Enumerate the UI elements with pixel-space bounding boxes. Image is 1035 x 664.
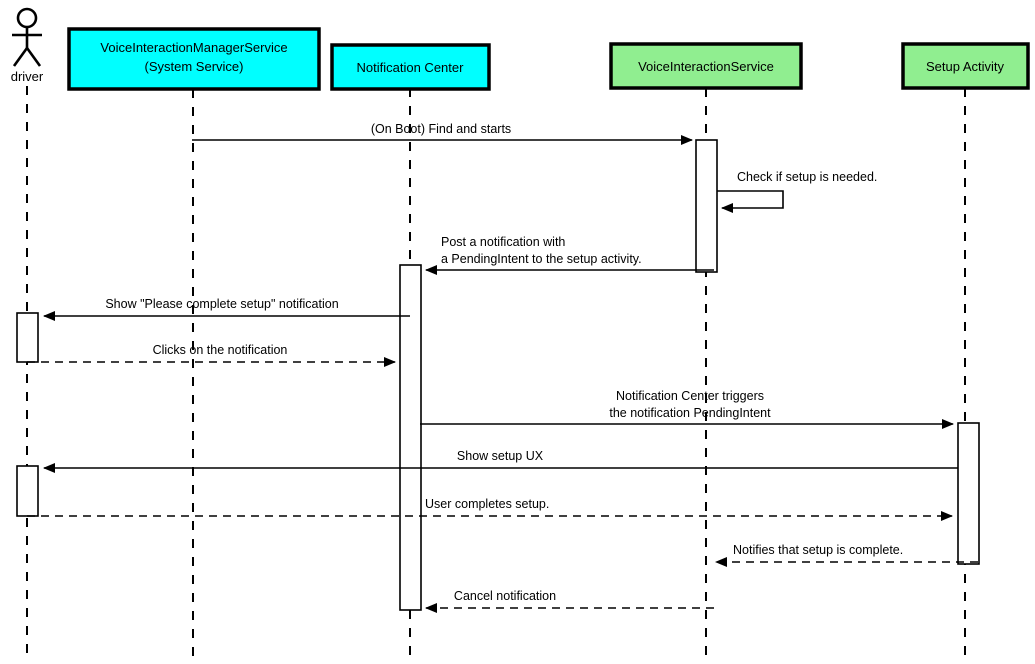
message-user-completes-setup[interactable]: User completes setup. bbox=[27, 497, 953, 521]
activation-bar-driver-2 bbox=[16, 465, 39, 517]
actor-leg-left bbox=[12, 47, 29, 67]
activation-bar-notification-center-1 bbox=[399, 264, 422, 611]
message-cancel-notification[interactable]: Cancel notification bbox=[425, 589, 714, 613]
message-label-m6-line1: Notification Center triggers bbox=[616, 389, 764, 403]
activation-bars-group bbox=[16, 139, 980, 611]
participant-box-voice-interaction-service bbox=[609, 42, 803, 90]
participant-label-voice-interaction-service: VoiceInteractionService bbox=[638, 59, 774, 74]
message-label-m3-line2: a PendingIntent to the setup activity. bbox=[441, 252, 642, 266]
message-label-m3-line1: Post a notification with bbox=[441, 235, 565, 249]
participant-setup-activity[interactable]: Setup Activity bbox=[901, 42, 1030, 90]
message-label-m2: Check if setup is needed. bbox=[737, 170, 877, 184]
message-label-m5: Clicks on the notification bbox=[153, 343, 288, 357]
message-check-if-setup-is-needed[interactable]: Check if setup is needed. bbox=[717, 170, 877, 213]
activation-bar-setup-activity-1 bbox=[957, 422, 980, 565]
participant-box-notification-center bbox=[330, 43, 491, 91]
participant-voice-interaction-service[interactable]: VoiceInteractionService bbox=[609, 42, 803, 90]
message-label-m7: Show setup UX bbox=[457, 449, 544, 463]
participant-label-vims-line2: (System Service) bbox=[145, 59, 244, 74]
message-show-please-complete-setup-notification[interactable]: Show "Please complete setup" notificatio… bbox=[43, 297, 410, 321]
message-label-m10: Cancel notification bbox=[454, 589, 556, 603]
message-label-m9: Notifies that setup is complete. bbox=[733, 543, 903, 557]
participant-label-notification-center: Notification Center bbox=[357, 60, 465, 75]
message-notifies-that-setup-is-complete[interactable]: Notifies that setup is complete. bbox=[715, 543, 978, 567]
participant-label-setup-activity: Setup Activity bbox=[926, 59, 1005, 74]
participant-box-vims bbox=[67, 27, 321, 91]
actor-label-driver: driver bbox=[11, 69, 44, 84]
message-clicks-on-the-notification[interactable]: Clicks on the notification bbox=[27, 343, 396, 367]
message-label-m8: User completes setup. bbox=[425, 497, 549, 511]
participant-driver[interactable]: driver bbox=[11, 7, 44, 84]
actor-leg-right bbox=[25, 47, 42, 67]
message-label-m4: Show "Please complete setup" notificatio… bbox=[105, 297, 338, 311]
message-label-m1: (On Boot) Find and starts bbox=[371, 122, 511, 136]
message-post-a-notification[interactable]: Post a notification with a PendingIntent… bbox=[425, 235, 714, 275]
actor-head-icon bbox=[16, 7, 38, 29]
activation-bar-driver-1 bbox=[16, 312, 39, 363]
message-show-setup-ux[interactable]: Show setup UX bbox=[43, 449, 958, 473]
message-notification-center-triggers-pendingintent[interactable]: Notification Center triggers the notific… bbox=[420, 389, 954, 429]
participant-voice-interaction-manager-service[interactable]: VoiceInteractionManagerService (System S… bbox=[67, 27, 321, 91]
message-self-loop-m2 bbox=[717, 190, 784, 213]
participant-label-vims-line1: VoiceInteractionManagerService bbox=[100, 40, 287, 55]
participant-notification-center[interactable]: Notification Center bbox=[330, 43, 491, 91]
participant-box-setup-activity bbox=[901, 42, 1030, 90]
activation-bar-voice-interaction-service-1 bbox=[695, 139, 718, 273]
message-label-m6-line2: the notification PendingIntent bbox=[609, 406, 771, 420]
message-on-boot-find-and-starts[interactable]: (On Boot) Find and starts bbox=[192, 122, 693, 145]
